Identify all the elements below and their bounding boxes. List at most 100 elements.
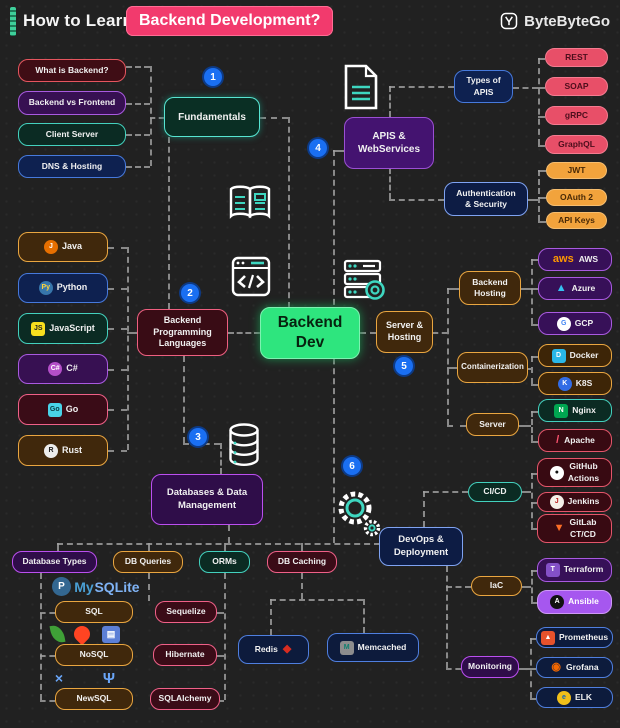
aws-icon: aws [552,253,574,266]
nginx-icon: N [554,403,569,418]
sql-label: SQL [85,606,103,617]
postgresql-icon: P [52,577,71,596]
connector-line [389,86,391,117]
dns-hosting-node: DNS & Hosting [18,155,126,178]
connector-line [224,543,226,551]
db-queries-node: DB Queries [113,551,183,573]
connector-line [108,409,127,411]
javascript-label: JavaScript [49,322,95,333]
client-server-node: Client Server [18,123,126,146]
graphql-node: GraphQL [545,135,608,154]
gears-icon [334,487,382,537]
connector-line [148,543,150,551]
types-of-apis-label: Types of APIS [466,75,501,97]
connector-line [531,411,538,413]
header: How to Learn Backend Development? ByteBy… [0,0,620,46]
types-of-apis-node: Types of APIS [454,70,513,103]
connector-line [260,117,288,119]
couchdb-icon [70,622,94,646]
connector-line [531,473,533,528]
connector-line [108,369,127,371]
connector-line [389,168,391,199]
nosql-node: NoSQL [55,644,133,666]
connector-line [217,612,224,614]
spanner-icon: × [48,669,70,687]
csharp-node: C#C# [18,354,108,384]
connector-line [288,117,290,308]
title-highlight-chip: Backend Development? [126,6,334,36]
apache-label: Apache [564,434,595,445]
connector-line [531,502,537,504]
sqlite-icon: SQLite [94,577,139,596]
db-caching-node: DB Caching [267,551,337,573]
connector-line [531,356,538,358]
connector-line [423,491,468,493]
step-badge-5: 5 [395,357,413,375]
connector-line [108,328,127,330]
database-icon [227,422,261,468]
sequelize-label: Sequelize [166,606,206,617]
apis-webservices-label: APIS & WebServices [357,131,421,155]
docker-label: Docker [569,349,599,360]
newsql-label: NewSQL [76,693,112,704]
oauth2-node: OAuth 2 [546,189,607,206]
connector-line [528,368,531,370]
monitoring-node: Monitoring [461,656,519,678]
connector-line [433,332,447,334]
connector-line [447,367,457,369]
k8s-icon: K [557,376,572,391]
rust-label: Rust [62,444,82,455]
connector-line [150,66,152,166]
backend-hosting-node: Backend Hosting [459,271,521,305]
memcached-label: Memcached [357,641,407,652]
cockroachdb-icon: Ψ [100,668,118,688]
connector-line [530,668,536,670]
containerization-label: Containerization [461,362,524,372]
devops-deployment-node: DevOps & Deployment [379,527,463,566]
ansible-label: Ansible [568,596,599,607]
iac-node: IaC [471,576,522,596]
connector-line [522,491,531,493]
connector-line [538,170,540,221]
step-badge-4: 4 [309,139,327,157]
connector-line [127,332,137,334]
connector-line [228,525,230,543]
connector-line [446,586,471,588]
connector-line [538,116,545,118]
bytebytego-logo-icon [499,11,519,31]
soap-node: SOAP [545,77,608,96]
gcp-label: GCP [574,317,594,328]
connector-line [127,247,129,450]
mysql-icon: My [74,578,94,595]
apache-icon: / [556,434,560,447]
jwt-node: JWT [546,162,607,179]
containerization-node: Containerization [457,352,528,383]
backend-prog-languages-node: Backend Programming Languages [137,309,228,356]
connector-line [108,247,127,249]
connector-line [531,570,533,602]
connector-line [389,199,444,201]
connector-line [531,384,538,386]
connector-line [530,698,536,700]
connector-line [531,324,538,326]
backend-prog-languages-label: Backend Programming Languages [153,314,212,349]
prometheus-icon: ▲ [540,630,555,645]
github-actions-node: ●GitHub Actions [537,458,612,487]
connector-line [168,137,170,309]
cicd-node: CI/CD [468,482,522,502]
couchdb-icon [70,622,94,646]
sequelize-node: Sequelize [155,601,217,623]
connector-line [513,87,538,89]
terraform-label: Terraform [563,564,604,575]
apis-webservices-node: APIS & WebServices [344,117,434,169]
connector-line [220,443,222,474]
mongodb-icon [49,624,66,644]
gitlab-ctcd-node: ▼GitLab CT/CD [537,514,612,543]
connector-line [40,700,55,702]
